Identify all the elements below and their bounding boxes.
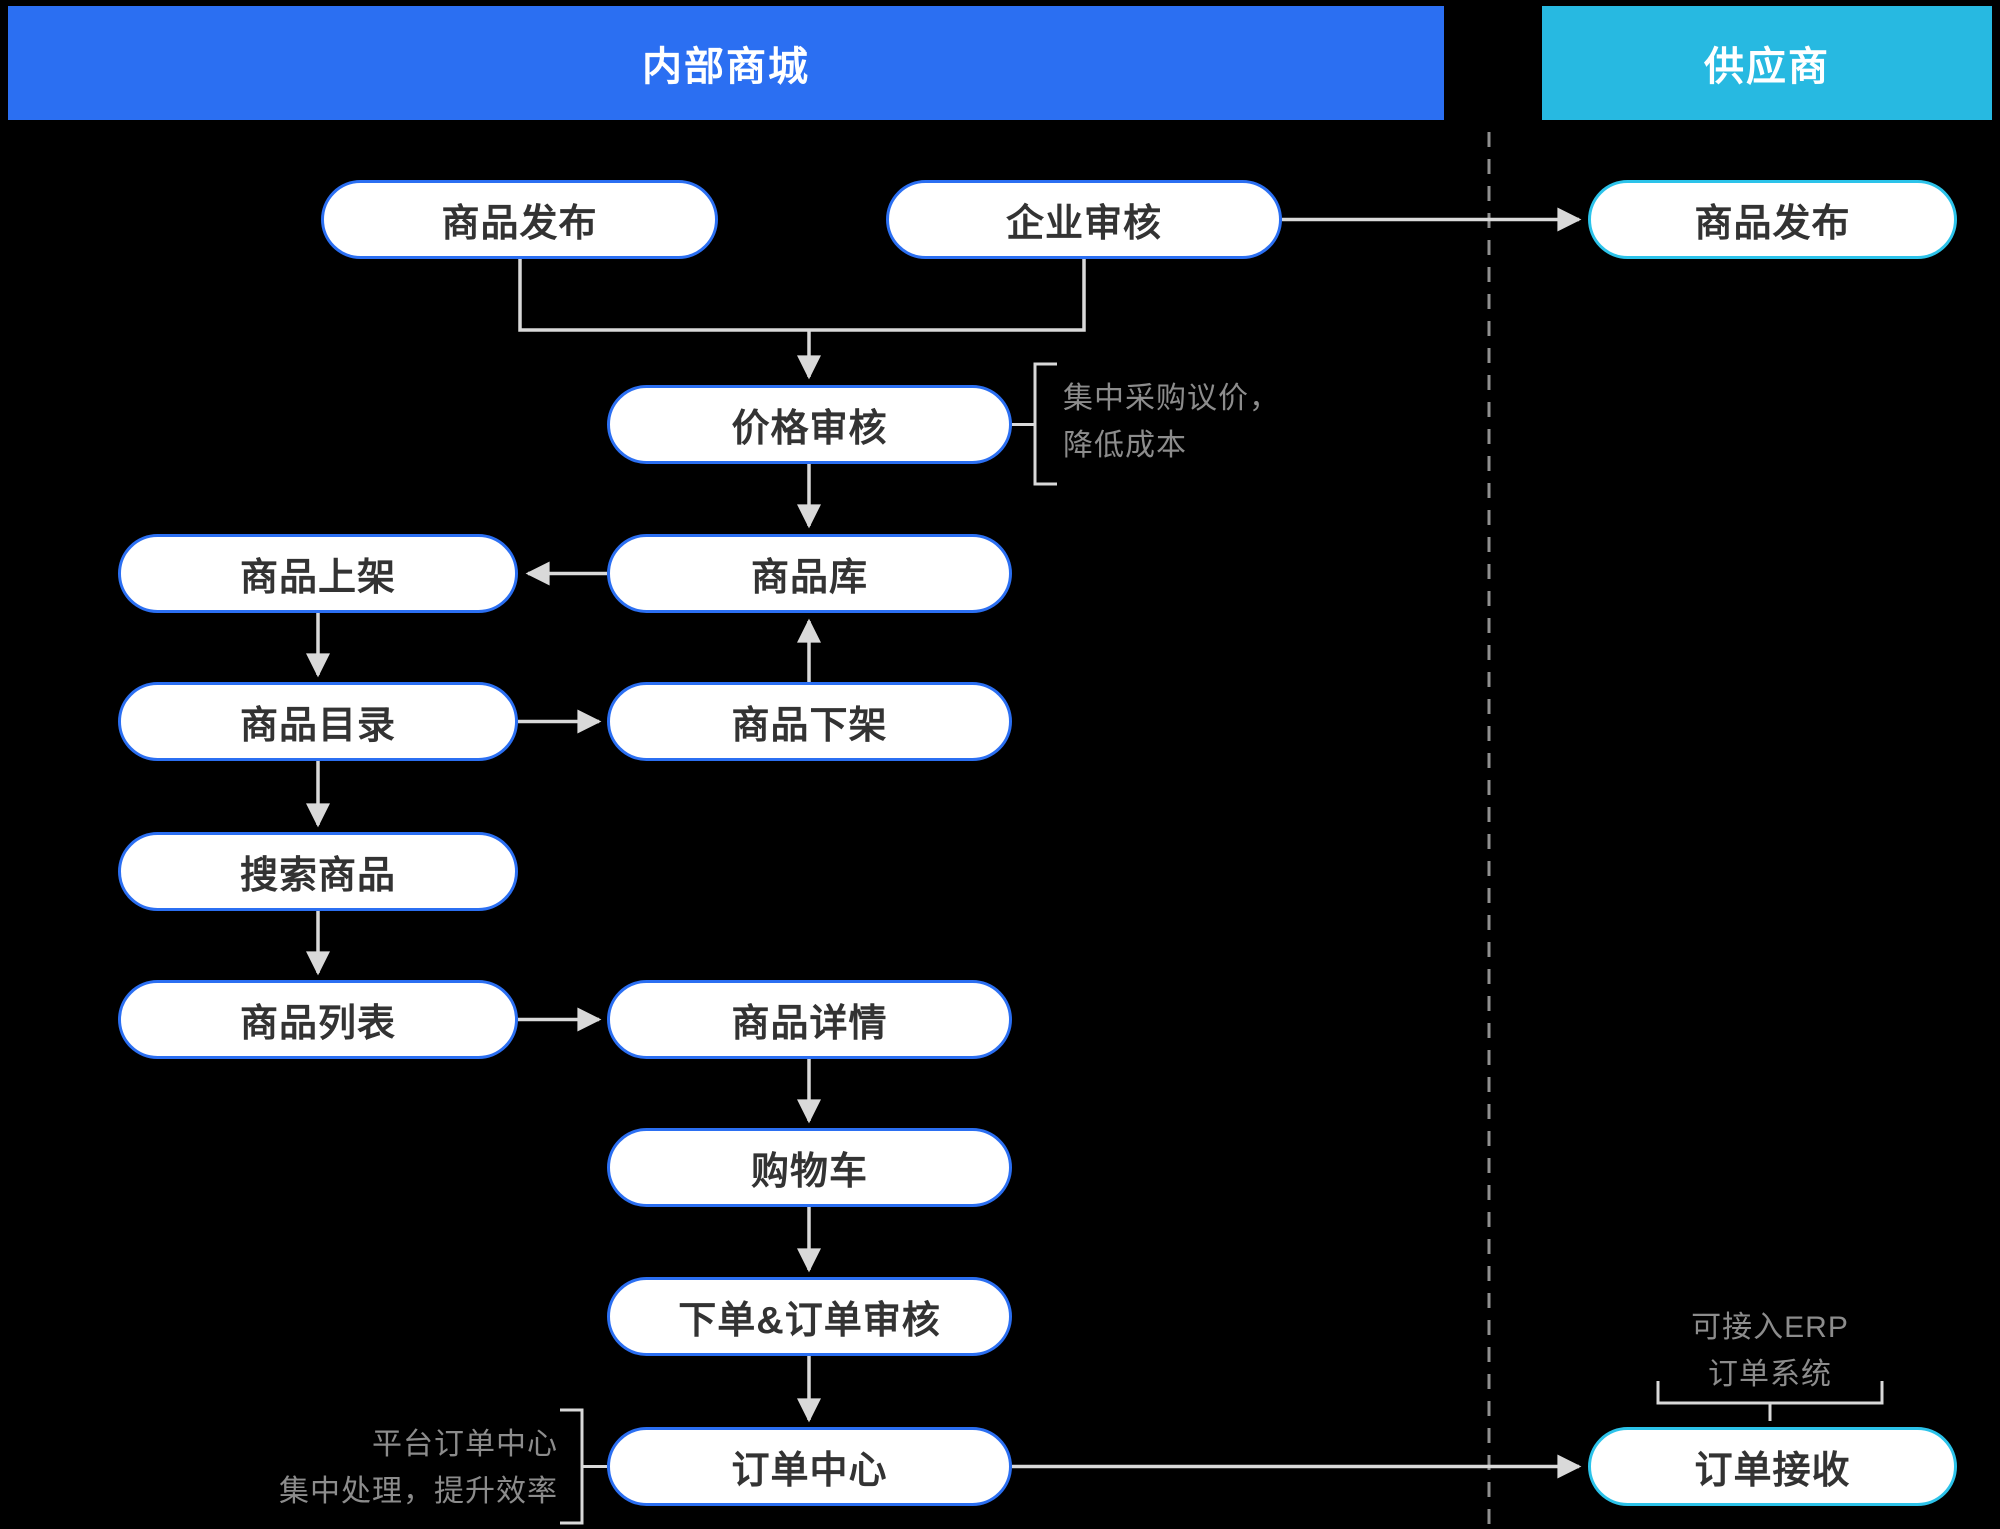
node-enterprise-review: 企业审核 <box>886 180 1282 259</box>
bracket-erp <box>1656 1381 1884 1421</box>
lane-header-internal-mall-label: 内部商城 <box>642 45 810 89</box>
annotation-order-center-line2: 集中处理，提升效率 <box>279 1475 558 1508</box>
node-product-publish-internal-label: 商品发布 <box>441 203 598 245</box>
node-product-off-shelf: 商品下架 <box>607 682 1012 761</box>
node-product-library: 商品库 <box>607 534 1012 613</box>
annotation-price-review: 集中采购议价， 降低成本 <box>1063 375 1280 469</box>
node-enterprise-review-label: 企业审核 <box>1005 203 1162 245</box>
bracket-price-review <box>1012 362 1057 486</box>
node-product-publish-supplier: 商品发布 <box>1588 180 1957 259</box>
annotation-brackets <box>560 362 1884 1525</box>
bracket-order-center <box>560 1408 607 1525</box>
node-product-off-shelf-label: 商品下架 <box>731 705 888 747</box>
lane-header-supplier: 供应商 <box>1542 6 1992 120</box>
node-product-on-shelf: 商品上架 <box>118 534 518 613</box>
node-product-detail-label: 商品详情 <box>731 1003 888 1045</box>
node-product-detail: 商品详情 <box>607 980 1012 1059</box>
node-order-receive-label: 订单接收 <box>1694 1450 1851 1492</box>
node-search-product: 搜索商品 <box>118 832 518 911</box>
annotation-price-review-line2: 降低成本 <box>1063 429 1187 462</box>
node-product-catalog: 商品目录 <box>118 682 518 761</box>
node-price-review: 价格审核 <box>607 385 1012 464</box>
annotation-erp-line1: 可接入ERP <box>1691 1311 1849 1344</box>
node-price-review-label: 价格审核 <box>731 408 888 450</box>
lane-header-internal-mall: 内部商城 <box>8 6 1444 120</box>
node-order-and-review: 下单&订单审核 <box>607 1277 1012 1356</box>
annotation-order-center-line1: 平台订单中心 <box>372 1428 558 1461</box>
merge-junction-lines <box>518 259 1086 380</box>
annotation-price-review-line1: 集中采购议价， <box>1063 382 1280 415</box>
annotation-order-center: 平台订单中心 集中处理，提升效率 <box>198 1421 558 1515</box>
node-product-list: 商品列表 <box>118 980 518 1059</box>
annotation-erp-line2: 订单系统 <box>1708 1358 1832 1391</box>
node-product-publish-internal: 商品发布 <box>321 180 718 259</box>
node-order-center-label: 订单中心 <box>731 1450 888 1492</box>
node-product-list-label: 商品列表 <box>239 1003 396 1045</box>
node-shopping-cart: 购物车 <box>607 1128 1012 1207</box>
node-product-catalog-label: 商品目录 <box>239 705 396 747</box>
lane-header-supplier-label: 供应商 <box>1704 45 1830 89</box>
flow-arrows <box>306 207 1582 1479</box>
node-order-receive: 订单接收 <box>1588 1427 1957 1506</box>
node-shopping-cart-label: 购物车 <box>750 1151 868 1193</box>
node-product-publish-supplier-label: 商品发布 <box>1694 203 1851 245</box>
node-search-product-label: 搜索商品 <box>239 855 396 897</box>
node-order-center: 订单中心 <box>607 1427 1012 1506</box>
node-product-on-shelf-label: 商品上架 <box>239 557 396 599</box>
annotation-erp: 可接入ERP 订单系统 <box>1570 1304 1970 1398</box>
node-product-library-label: 商品库 <box>750 557 868 599</box>
node-order-and-review-label: 下单&订单审核 <box>678 1300 941 1342</box>
